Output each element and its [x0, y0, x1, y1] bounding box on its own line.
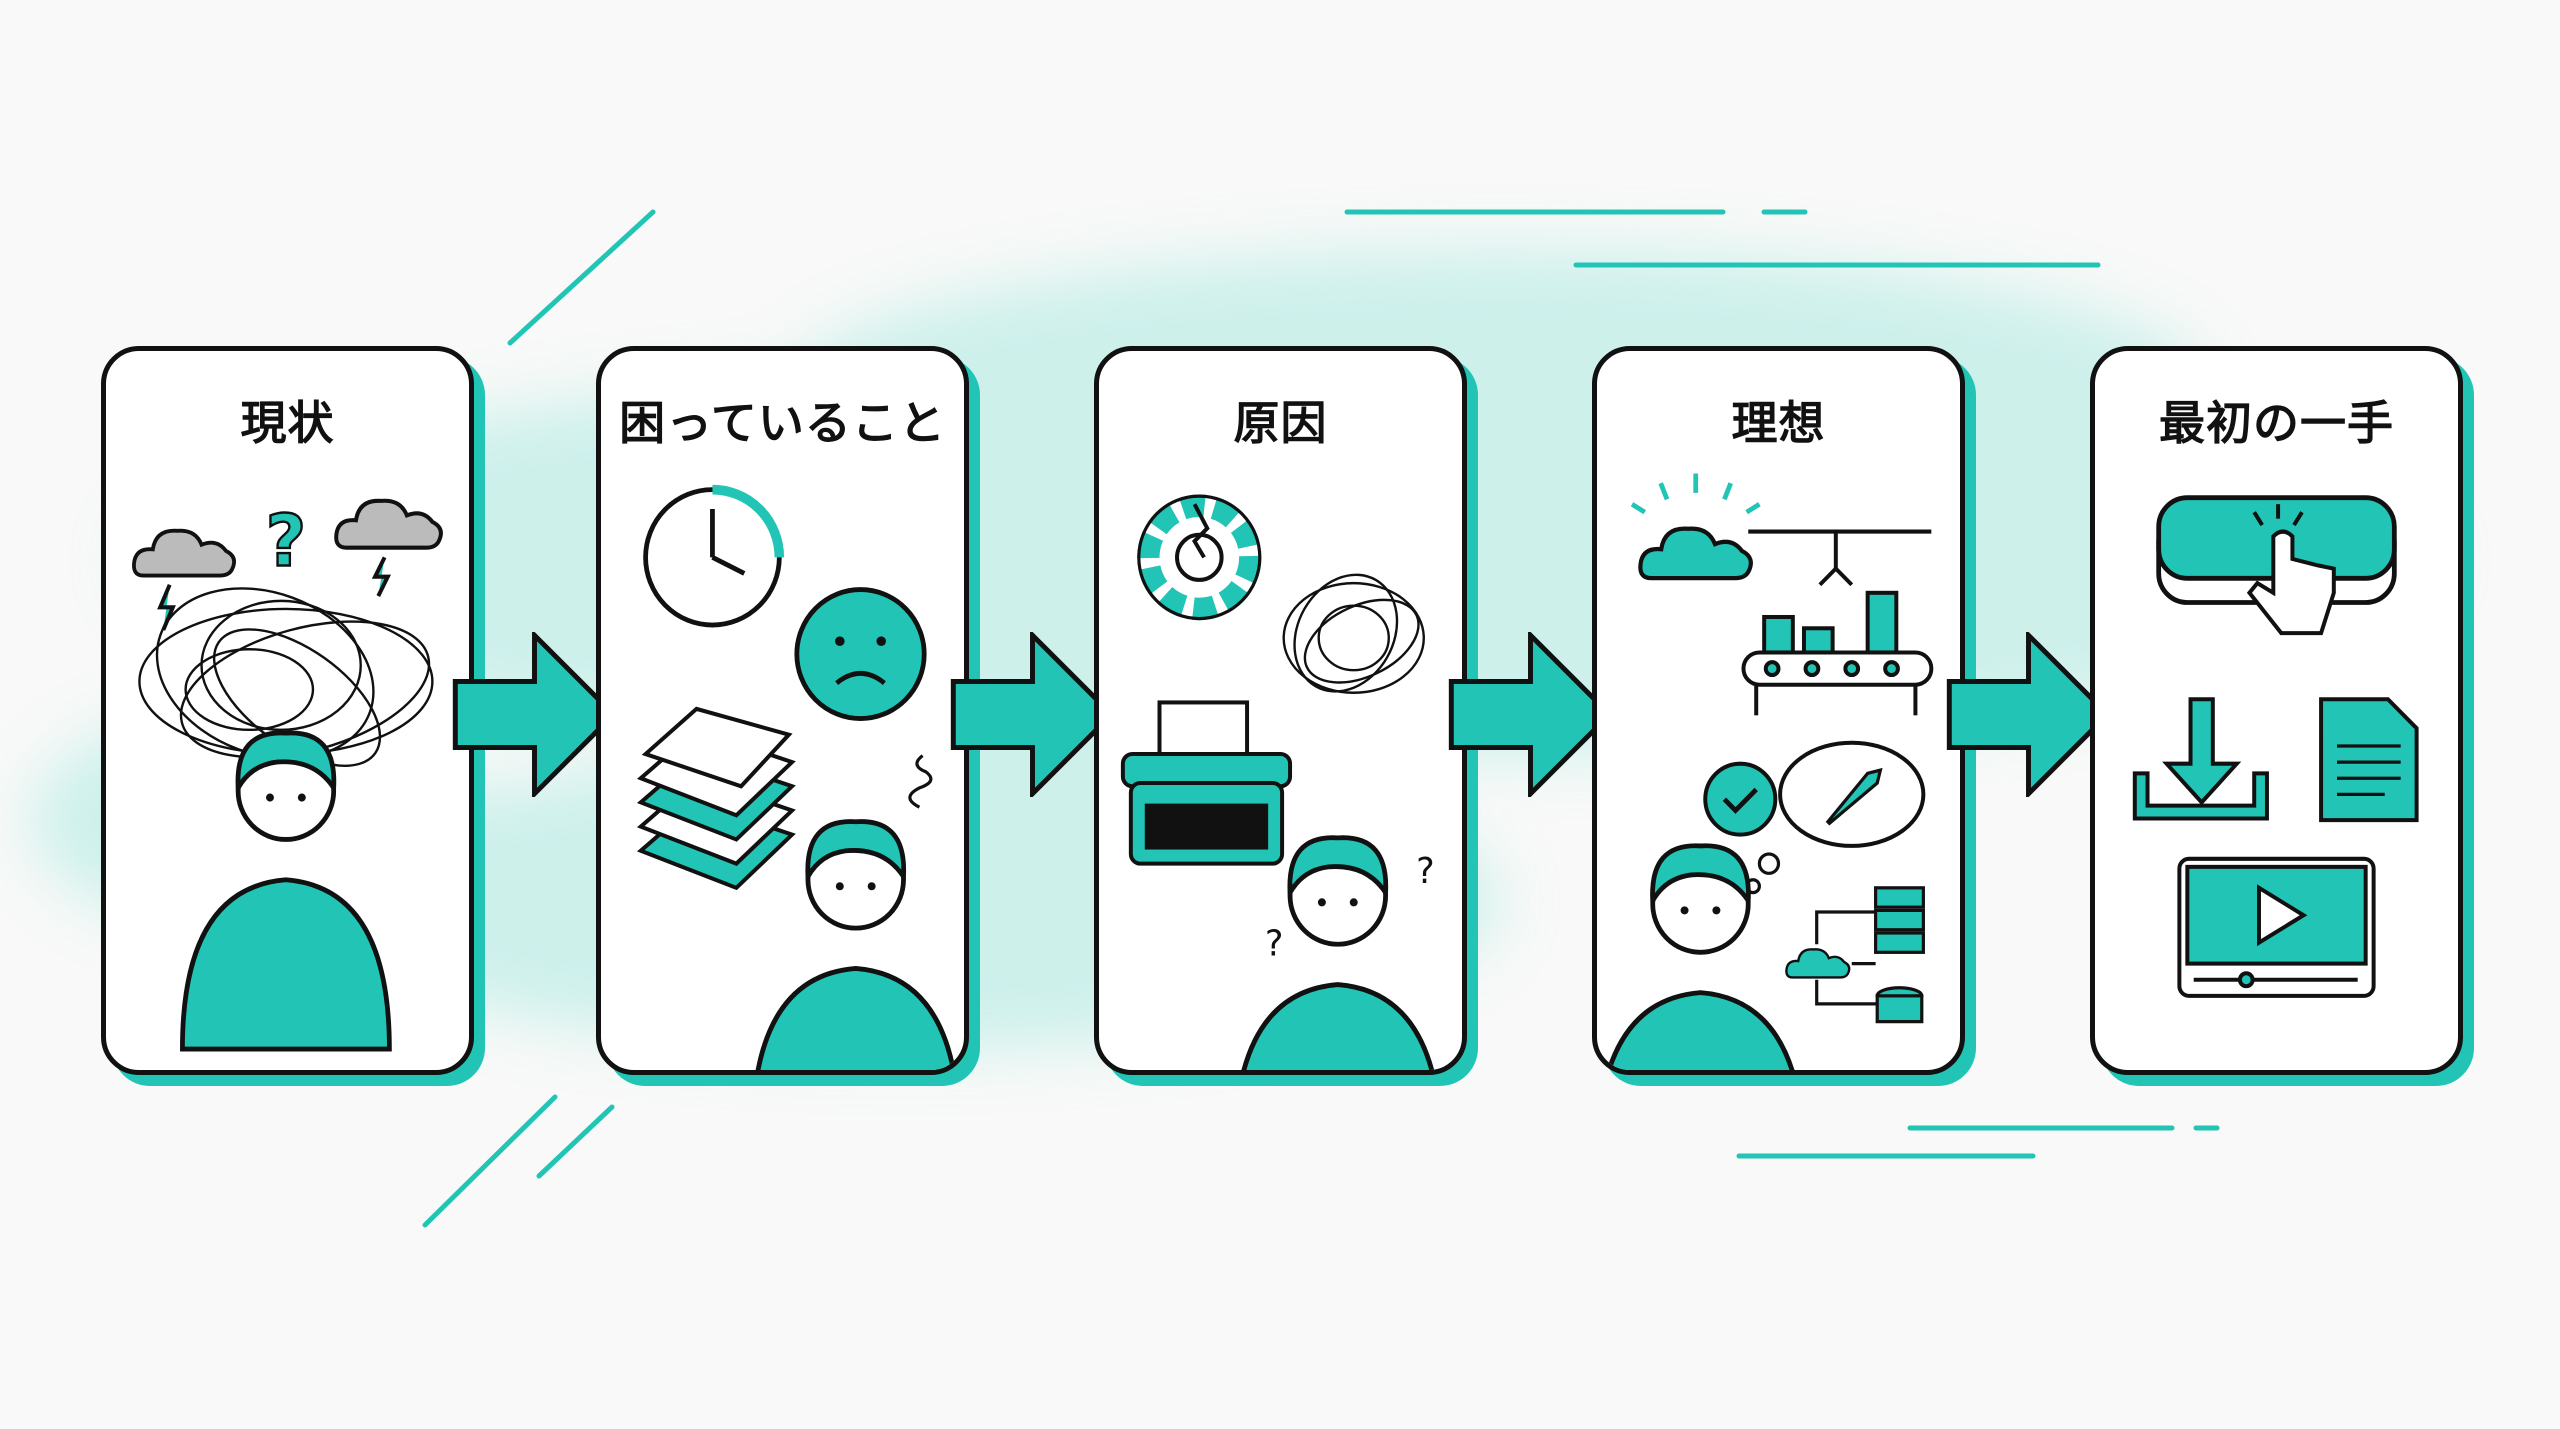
step-panel-problems: 困っていること	[596, 346, 969, 1075]
swirl-icon	[908, 754, 933, 809]
step-panel-ideal: 理想	[1592, 346, 1965, 1075]
click-button-icon	[2156, 495, 2397, 636]
step-panel-cause: 原因 ? ?	[1094, 346, 1467, 1075]
arrow-right-icon	[1946, 632, 2111, 797]
question-mark-icon: ?	[1416, 851, 1435, 892]
paper-stack-icon	[636, 706, 796, 891]
check-circle-icon	[1703, 761, 1778, 837]
sad-face-icon	[794, 587, 927, 721]
frustrated-person-icon	[752, 822, 959, 1070]
question-mark-icon: ?	[1265, 923, 1284, 964]
storm-cloud-icon	[134, 531, 234, 576]
conveyor-robot-icon	[1741, 529, 1934, 716]
step-title: 理想	[1731, 396, 1826, 450]
video-play-icon	[2177, 856, 2376, 998]
arrow-right-icon	[1448, 632, 1613, 797]
sun-cloud-icon	[1630, 473, 1761, 579]
broken-clock-icon	[643, 484, 785, 628]
step-title: 現状	[240, 396, 335, 450]
download-icon	[2132, 697, 2269, 821]
step-title: 最初の一手	[2159, 396, 2394, 450]
step-title: 困っていること	[619, 396, 946, 450]
tangle-icon	[1282, 573, 1425, 694]
step-panel-current-state: 現状 ?	[101, 346, 474, 1075]
happy-person-icon	[1597, 846, 1804, 1070]
lightning-icon	[371, 556, 392, 597]
thinking-person-icon	[182, 733, 389, 1049]
document-icon	[2319, 697, 2419, 823]
network-icon	[1785, 886, 1925, 1024]
storm-cloud-icon	[336, 501, 441, 548]
arrow-right-icon	[452, 632, 617, 797]
step-title: 原因	[1233, 396, 1328, 450]
step-panel-first-step: 最初の一手	[2090, 346, 2463, 1075]
arrow-right-icon	[950, 632, 1115, 797]
rocket-thought-icon	[1745, 740, 1926, 895]
question-mark-icon: ?	[266, 500, 307, 583]
accent-lines	[422, 209, 2220, 1228]
broken-gear-icon	[1137, 494, 1262, 621]
typewriter-icon	[1120, 700, 1293, 866]
